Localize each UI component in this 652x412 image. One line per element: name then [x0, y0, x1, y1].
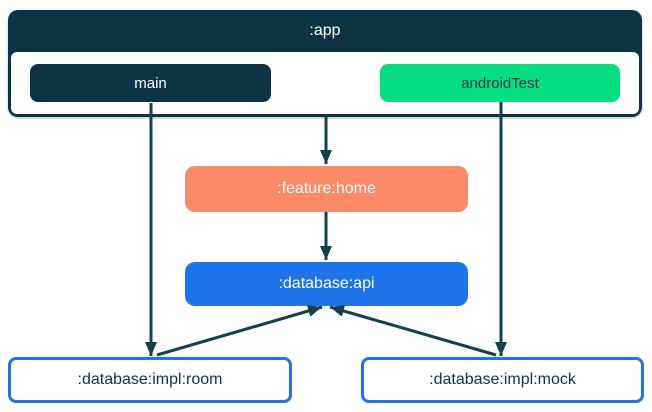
node-main-label: main [134, 74, 167, 92]
node-database-api: :database:api [185, 262, 468, 306]
node-database-impl-room: :database:impl:room [8, 357, 292, 403]
edge-impl-room-to-database-api [156, 305, 323, 357]
node-database-impl-mock: :database:impl:mock [361, 357, 644, 403]
node-main-source-set: main [30, 64, 271, 102]
edge-impl-mock-to-database-api [329, 305, 497, 357]
node-androidtest-source-set: androidTest [380, 64, 620, 102]
node-app: :app main androidTest [8, 10, 642, 117]
node-database-impl-room-label: :database:impl:room [77, 371, 223, 388]
node-feature-home-label: :feature:home [277, 180, 376, 197]
node-app-label: :app [309, 22, 341, 39]
node-database-impl-mock-label: :database:impl:mock [429, 371, 576, 388]
node-androidtest-label: androidTest [461, 74, 539, 92]
node-database-api-label: :database:api [278, 275, 375, 292]
node-feature-home: :feature:home [185, 166, 468, 212]
node-app-body: main androidTest [11, 52, 639, 114]
